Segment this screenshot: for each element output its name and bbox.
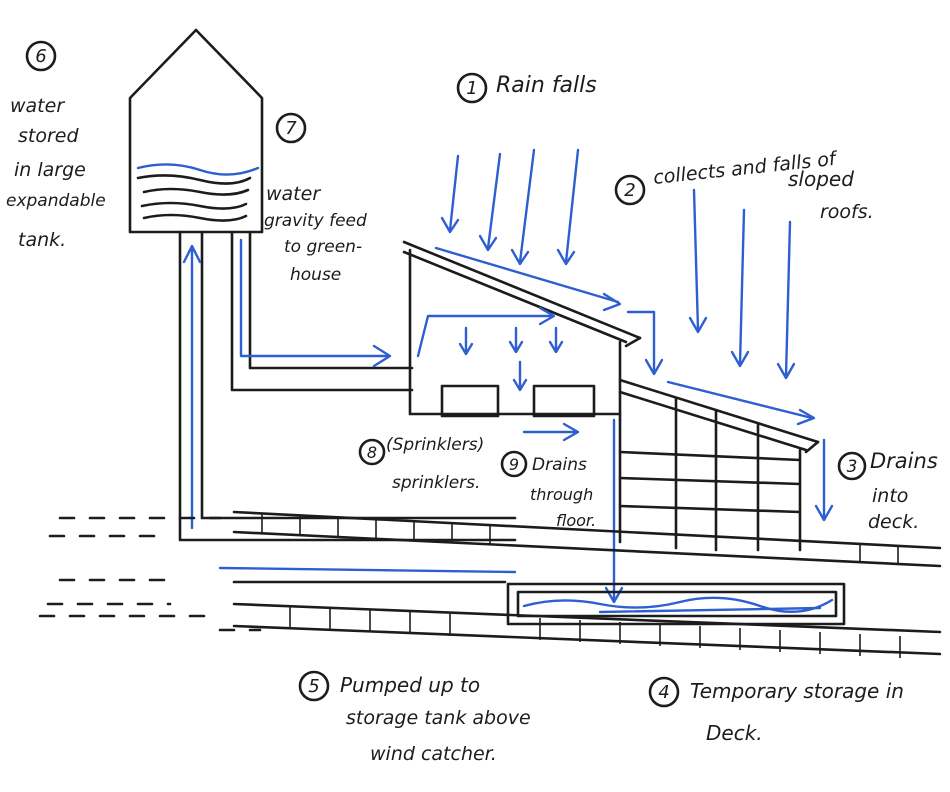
step-9-line1: Drains (532, 455, 587, 475)
step-6-number: 6 (35, 46, 46, 67)
step-2-number: 2 (624, 180, 635, 201)
step-7-number: 7 (285, 118, 297, 139)
label-step-3: 3 Drains into deck. (837, 449, 938, 533)
label-step-5: 5 Pumped up to storage tank above wind c… (298, 670, 531, 765)
step-3-number: 3 (847, 457, 858, 477)
gravity-feed-line (239, 238, 390, 358)
step-4-line2: Deck. (706, 721, 763, 745)
label-step-4: 4 Temporary storage in Deck. (648, 676, 904, 745)
step-8-line1: (Sprinklers) (386, 435, 484, 455)
rain-arrows (440, 148, 796, 380)
step-3-line1: Drains (870, 449, 938, 473)
step-6-line1: water (10, 95, 65, 117)
step-3-line3: deck. (868, 511, 919, 533)
step-9-number: 9 (509, 455, 519, 474)
label-step-7: 7 water gravity feed to green- house (264, 112, 367, 285)
step-5-line2: storage tank above (346, 707, 531, 729)
sprinkler-system (416, 306, 580, 442)
deck-stored-water (522, 596, 834, 613)
label-step-8: 8 (Sprinklers) sprinklers. (358, 435, 484, 493)
tower-pipes (178, 230, 517, 574)
roof-runoff (434, 246, 834, 604)
step-6-line5: tank. (18, 229, 66, 251)
stored-water (136, 163, 260, 176)
step-3-line2: into (872, 485, 908, 507)
step-4-number: 4 (658, 682, 669, 703)
step-7-line2: gravity feed (264, 211, 367, 231)
step-6-line2: stored (18, 125, 79, 147)
step-5-line3: wind catcher. (370, 743, 497, 765)
step-5-number: 5 (308, 676, 319, 697)
step-2-line2: sloped (788, 167, 854, 191)
step-9-line2: through (530, 485, 593, 504)
deck-storage-tank (506, 582, 846, 626)
label-step-1: 1 Rain falls (456, 72, 597, 104)
step-1-text: Rain falls (496, 73, 597, 98)
step-7-line3: to green- (284, 237, 362, 257)
step-2-line3: roofs. (820, 201, 874, 223)
step-6-line4: expandable (6, 191, 106, 211)
step-1-number: 1 (466, 78, 477, 99)
step-6-line3: in large (14, 159, 86, 181)
greenhouse (402, 240, 820, 552)
step-8-number: 8 (367, 443, 377, 462)
step-5-line1: Pumped up to (340, 673, 480, 697)
step-8-line2: sprinklers. (392, 473, 480, 493)
step-9-line3: floor. (556, 511, 596, 530)
label-step-9: 9 Drains through floor. (500, 450, 596, 530)
step-7-line1: water (266, 183, 321, 205)
label-step-6: 6 water stored in large expandable tank. (6, 40, 106, 251)
water-tower (128, 28, 264, 234)
step-4-line1: Temporary storage in (690, 679, 904, 703)
step-7-line4: house (290, 265, 341, 285)
